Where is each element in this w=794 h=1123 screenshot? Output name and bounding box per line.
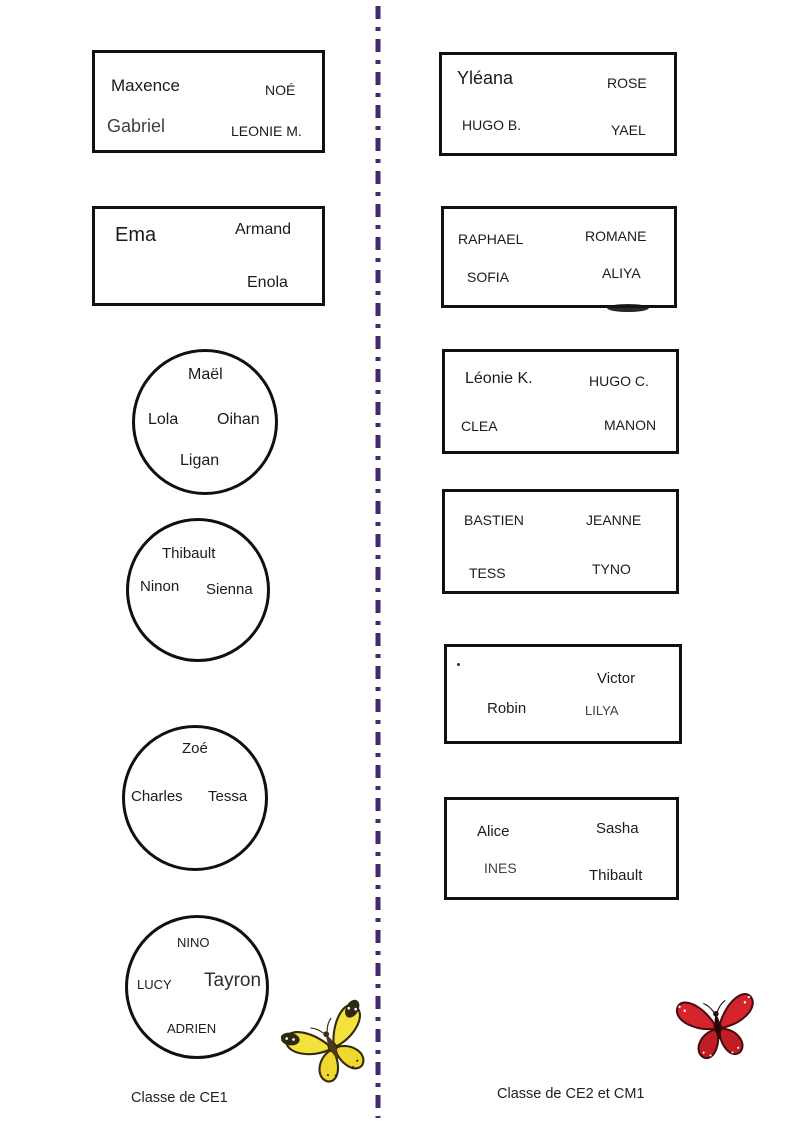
student-name: TESS <box>469 565 506 581</box>
student-name: HUGO C. <box>589 373 649 389</box>
student-name: Robin <box>487 700 527 717</box>
student-name: Léonie K. <box>465 370 533 387</box>
student-name: Thibault <box>589 867 643 884</box>
student-name: CLEA <box>461 418 498 434</box>
student-name: Alice <box>477 823 510 840</box>
student-name: Tessa <box>208 788 248 805</box>
table-group-rect-4: RAPHAEL ROMANE SOFIA ALIYA <box>441 206 677 308</box>
student-name: Lola <box>148 411 179 428</box>
student-name: JEANNE <box>586 512 642 528</box>
ink-smudge <box>607 304 649 312</box>
stray-dot <box>457 663 460 666</box>
table-group-rect-2: Ema Armand Enola <box>92 206 325 306</box>
student-name: Maël <box>188 366 223 383</box>
student-name: Armand <box>235 221 292 238</box>
student-name: ROMANE <box>585 228 647 244</box>
class-label-ce1: Classe de CE1 <box>131 1090 228 1106</box>
student-name: ADRIEN <box>167 1021 217 1036</box>
student-name: BASTIEN <box>464 512 524 528</box>
table-group-rect-7: Victor Robin LILYA <box>444 644 682 744</box>
red-butterfly-icon <box>676 993 754 1060</box>
table-group-rect-6: BASTIEN JEANNE TESS TYNO <box>442 489 679 594</box>
table-group-circle-2: Thibault Ninon Sienna <box>126 518 270 662</box>
student-name: INES <box>484 860 517 876</box>
student-name: ALIYA <box>602 265 641 281</box>
student-name: RAPHAEL <box>458 231 524 247</box>
class-divider-line <box>375 6 381 1118</box>
table-group-circle-3: Zoé Charles Tessa <box>122 725 268 871</box>
student-name: Ema <box>115 224 157 246</box>
table-group-rect-5: Léonie K. HUGO C. CLEA MANON <box>442 349 679 454</box>
student-name: NOÉ <box>265 82 296 98</box>
student-name: LILYA <box>585 703 619 718</box>
student-name: Oihan <box>217 411 260 428</box>
student-name: Sienna <box>206 581 253 598</box>
student-name: Gabriel <box>107 116 166 136</box>
student-name: SOFIA <box>467 269 510 285</box>
table-group-circle-4: NINO LUCY Tayron ADRIEN <box>125 915 269 1059</box>
student-name: Zoé <box>182 740 208 757</box>
student-name: Ninon <box>140 578 180 595</box>
student-name: LEONIE M. <box>231 123 302 139</box>
yellow-butterfly-icon <box>280 999 365 1083</box>
student-name: Enola <box>247 274 288 291</box>
student-name: NINO <box>177 935 210 950</box>
student-name: TYNO <box>592 561 631 577</box>
student-name: Tayron <box>204 970 262 991</box>
student-name: ROSE <box>607 75 647 91</box>
table-group-rect-8: Alice Sasha INES Thibault <box>444 797 679 900</box>
class-label-ce2-cm1: Classe de CE2 et CM1 <box>497 1086 645 1102</box>
student-name: MANON <box>604 417 657 433</box>
student-name: Yléana <box>457 68 514 88</box>
student-name: Thibault <box>162 545 216 562</box>
table-group-rect-3: Yléana ROSE HUGO B. YAEL <box>439 52 677 156</box>
student-name: Sasha <box>596 820 639 837</box>
student-name: Charles <box>131 788 183 805</box>
student-name: Maxence <box>111 76 180 95</box>
table-group-rect-1: Maxence NOÉ Gabriel LEONIE M. <box>92 50 325 153</box>
table-group-circle-1: Maël Lola Oihan Ligan <box>132 349 278 495</box>
student-name: Ligan <box>180 452 220 469</box>
student-name: Victor <box>597 670 636 687</box>
student-name: LUCY <box>137 977 172 992</box>
student-name: YAEL <box>611 122 646 138</box>
student-name: HUGO B. <box>462 117 522 133</box>
